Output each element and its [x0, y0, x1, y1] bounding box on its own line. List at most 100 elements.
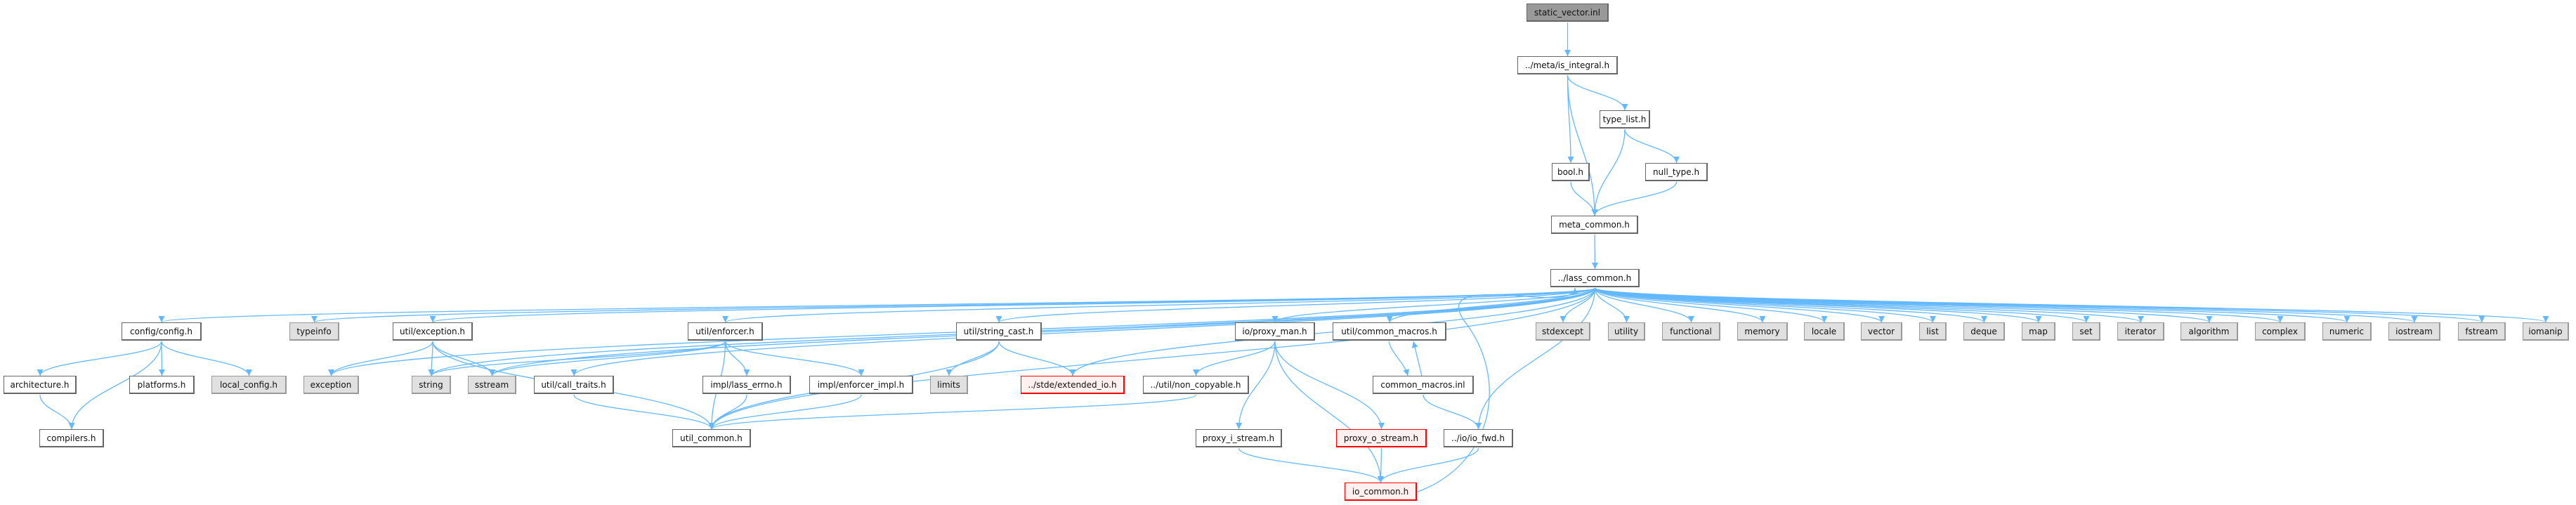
node-call-traits[interactable]: util/call_traits.h: [534, 376, 614, 394]
node-compilers[interactable]: compilers.h: [39, 429, 104, 447]
edge-lass-common-to-fstream: [1594, 287, 2485, 323]
edge-lass-common-to-config: [159, 287, 1596, 323]
node-null-type[interactable]: null_type.h: [1645, 163, 1708, 181]
edge-lass-common-to-call-traits: [570, 287, 1596, 376]
edge-proxy-man-to-proxy-i-stream: [1236, 341, 1276, 430]
edge-lass-common-to-utility: [1594, 287, 1630, 323]
edge-lass-common-to-stdexcept: [1560, 287, 1596, 323]
edge-lass-common-to-util-common: [708, 287, 1596, 430]
node-fstream[interactable]: fstream: [2458, 322, 2506, 341]
edge-string-cast-to-extended-io: [998, 341, 1076, 376]
edge-enforcer-to-sstream: [489, 341, 726, 376]
node-static-vector: static_vector.inl: [1526, 4, 1609, 22]
node-typeinfo[interactable]: typeinfo: [289, 322, 339, 341]
edge-util-exception-to-sstream: [432, 341, 495, 376]
node-vector[interactable]: vector: [1861, 322, 1902, 341]
edge-io-fwd-to-io-common: [1378, 447, 1479, 483]
edge-config-to-local-config: [161, 341, 252, 376]
node-locale[interactable]: locale: [1804, 322, 1845, 341]
node-limits[interactable]: limits: [930, 376, 968, 394]
node-map[interactable]: map: [2022, 322, 2055, 341]
node-lass-common[interactable]: ../lass_common.h: [1550, 269, 1640, 287]
node-common-macros-inl[interactable]: common_macros.inl: [1373, 376, 1474, 394]
node-deque[interactable]: deque: [1963, 322, 2005, 341]
node-proxy-man[interactable]: io/proxy_man.h: [1235, 322, 1315, 341]
node-enforcer[interactable]: util/enforcer.h: [688, 322, 763, 341]
edge-type-list-to-null-type: [1624, 129, 1680, 164]
edge-lass-common-to-common-macros-h: [1386, 287, 1596, 323]
node-proxy-i-stream[interactable]: proxy_i_stream.h: [1196, 429, 1282, 447]
edge-config-to-architecture: [37, 341, 162, 376]
node-functional[interactable]: functional: [1662, 322, 1720, 341]
edge-call-traits-to-util-common: [573, 394, 715, 430]
edge-proxy-o-stream-to-io-common: [1378, 447, 1385, 483]
node-set[interactable]: set: [2072, 322, 2100, 341]
node-algorithm[interactable]: algorithm: [2181, 322, 2238, 341]
edge-is-integral-to-type-list: [1567, 74, 1628, 111]
edge-lass-common-to-proxy-man: [1271, 287, 1596, 323]
edge-non-copyable-to-util-common: [708, 394, 1197, 430]
node-iterator[interactable]: iterator: [2117, 322, 2164, 341]
node-list[interactable]: list: [1919, 322, 1947, 341]
node-util-common[interactable]: util_common.h: [672, 429, 751, 447]
edge-lass-common-to-functional: [1594, 287, 1694, 323]
node-io-fwd[interactable]: ../io/io_fwd.h: [1444, 429, 1513, 447]
edge-proxy-man-to-proxy-o-stream: [1274, 341, 1385, 430]
node-utility[interactable]: utility: [1608, 322, 1645, 341]
edge-enforcer-to-lass-errno: [724, 341, 750, 376]
edge-lass-common-to-enforcer: [722, 287, 1596, 323]
edge-lass-common-to-iomanip: [1594, 287, 2549, 323]
node-common-macros-h[interactable]: util/common_macros.h: [1333, 322, 1446, 341]
edge-is-integral-to-meta-common: [1567, 74, 1598, 216]
edge-lass-common-to-string-cast: [995, 287, 1596, 323]
edge-architecture-to-compilers: [39, 394, 75, 430]
node-complex[interactable]: complex: [2255, 322, 2306, 341]
node-local-config[interactable]: local_config.h: [211, 376, 287, 394]
node-string-cast[interactable]: util/string_cast.h: [956, 322, 1042, 341]
node-numeric[interactable]: numeric: [2322, 322, 2372, 341]
node-lass-errno[interactable]: impl/lass_errno.h: [702, 376, 791, 394]
edge-lass-common-to-iostream: [1594, 287, 2418, 323]
node-exception[interactable]: exception: [303, 376, 359, 394]
edge-io-common-to-lass-common: [1416, 287, 1578, 493]
edge-lass-common-to-locale: [1594, 287, 1828, 323]
edge-common-macros-h-to-common-macros-inl: [1388, 341, 1410, 376]
edge-common-macros-inl-to-common-macros-h: [1411, 341, 1423, 376]
node-non-copyable[interactable]: ../util/non_copyable.h: [1143, 376, 1249, 394]
node-util-exception[interactable]: util/exception.h: [393, 322, 473, 341]
node-bool[interactable]: bool.h: [1552, 163, 1590, 181]
edge-enforcer-impl-to-util-common: [708, 394, 862, 430]
edge-lass-common-to-memory: [1594, 287, 1766, 323]
edge-config-to-compilers: [68, 341, 162, 430]
edge-util-exception-to-string: [428, 341, 435, 376]
edge-lass-common-to-util-exception: [430, 287, 1596, 323]
node-iostream[interactable]: iostream: [2388, 322, 2440, 341]
edge-lass-common-to-list: [1594, 287, 1936, 323]
edge-lass-common-to-io-fwd: [1475, 287, 1596, 430]
edge-proxy-man-to-non-copyable: [1193, 341, 1276, 376]
edge-enforcer-to-enforcer-impl: [724, 341, 865, 376]
node-platforms[interactable]: platforms.h: [129, 376, 195, 394]
node-type-list[interactable]: type_list.h: [1600, 110, 1650, 129]
edge-lass-common-to-typeinfo: [311, 287, 1596, 323]
node-memory[interactable]: memory: [1737, 322, 1788, 341]
node-extended-io[interactable]: ../stde/extended_io.h: [1021, 376, 1125, 394]
node-proxy-o-stream[interactable]: proxy_o_stream.h: [1336, 429, 1427, 447]
node-meta-common[interactable]: meta_common.h: [1551, 216, 1638, 234]
edge-string-cast-to-limits: [946, 341, 1000, 376]
node-is-integral[interactable]: ../meta/is_integral.h: [1517, 56, 1618, 74]
edge-proxy-man-to-io-common: [1274, 341, 1384, 483]
node-iomanip[interactable]: iomanip: [2523, 322, 2569, 341]
node-stdexcept[interactable]: stdexcept: [1536, 322, 1590, 341]
node-config[interactable]: config/config.h: [122, 322, 202, 341]
node-enforcer-impl[interactable]: impl/enforcer_impl.h: [809, 376, 913, 394]
edge-proxy-i-stream-to-io-common: [1238, 447, 1384, 483]
node-io-common[interactable]: io_common.h: [1345, 483, 1417, 501]
node-sstream[interactable]: sstream: [468, 376, 516, 394]
node-architecture[interactable]: architecture.h: [4, 376, 77, 394]
edge-type-list-to-meta-common: [1591, 129, 1626, 216]
edge-enforcer-to-string: [428, 341, 726, 376]
node-string[interactable]: string: [412, 376, 451, 394]
edge-util-exception-to-exception: [328, 341, 433, 376]
